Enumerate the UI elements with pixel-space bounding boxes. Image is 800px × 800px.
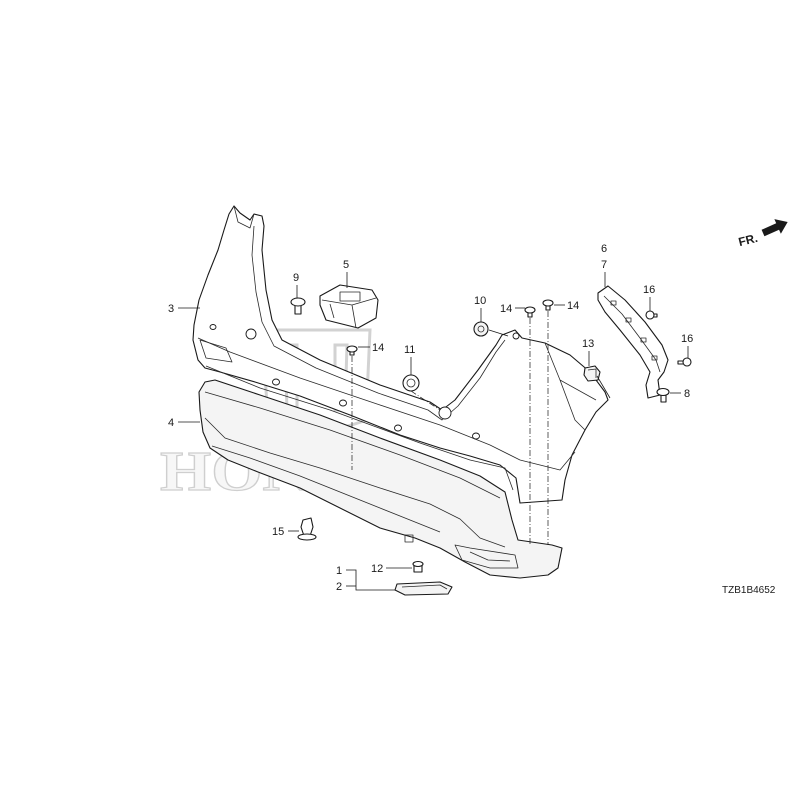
part-13-clip-nut — [583, 365, 601, 382]
part-3-upper-bumper-fascia — [192, 205, 609, 504]
alignment-line — [488, 329, 509, 337]
diffuser-outline — [198, 379, 563, 579]
fascia-lower-step — [205, 365, 514, 491]
diffuser-slot — [404, 534, 414, 543]
parking-sensor-hole — [512, 332, 520, 340]
alignment-line — [410, 390, 441, 411]
part-6-7-side-bracket — [597, 285, 669, 399]
callout-8: 8 — [684, 388, 690, 400]
front-direction-indicator: FR. — [737, 219, 788, 249]
callout-13: 13 — [582, 338, 594, 350]
callout-3: 3 — [168, 303, 174, 315]
side-bracket-slot — [610, 300, 617, 306]
bracket-5-edges — [321, 297, 377, 329]
rear-fog-light-recess — [454, 544, 519, 569]
arrow-front-icon — [761, 219, 788, 237]
part-11-grommet — [402, 374, 420, 392]
callout-2: 2 — [336, 581, 342, 593]
screw-16-head — [682, 357, 692, 367]
side-bracket-slot — [651, 355, 658, 361]
part-16-screw-lower — [677, 357, 692, 367]
diffuser-inner-line — [204, 417, 506, 548]
parking-sensor-hole — [245, 328, 257, 340]
bracket-5-window — [339, 291, 361, 302]
grommet-outer — [402, 374, 420, 392]
clip-head — [524, 306, 536, 314]
push-clip-head — [297, 533, 317, 541]
screw-16-head — [645, 310, 655, 320]
part-15-push-clip — [297, 517, 317, 541]
part-14-clip-left — [346, 345, 358, 356]
side-bracket-body — [597, 285, 669, 399]
alignment-line — [596, 375, 611, 399]
clip-nut-edge — [587, 368, 597, 378]
callout-4: 4 — [168, 417, 174, 429]
clip-head — [346, 345, 358, 353]
part-9-screw — [290, 297, 306, 315]
fascia-right-corner-detail — [544, 342, 597, 431]
clip-12-head — [412, 560, 424, 568]
part-5-bracket — [319, 284, 379, 329]
side-bracket-rib — [603, 295, 661, 373]
part-8-screw — [656, 387, 670, 403]
seal-outer — [473, 321, 489, 337]
part-14-clip-center — [524, 306, 536, 318]
callout-9: 9 — [293, 272, 299, 284]
fascia-corner-tab — [233, 205, 255, 229]
callout-14-right: 14 — [567, 300, 579, 312]
grommet-inner — [406, 378, 416, 388]
parking-sensor-hole — [394, 424, 402, 432]
part-4-lower-bumper-diffuser — [198, 379, 563, 579]
parking-sensor-hole — [339, 399, 347, 407]
diagram-code: TZB1B4652 — [722, 585, 776, 596]
parking-sensor-hole — [438, 406, 452, 420]
reflector-body — [394, 581, 453, 596]
clip-head — [542, 299, 554, 307]
parking-sensor-hole — [472, 432, 480, 440]
callout-14-center: 14 — [500, 303, 512, 315]
callout-10: 10 — [474, 295, 486, 307]
part-10-seal — [473, 321, 489, 337]
bracket-5-body — [319, 284, 379, 329]
fascia-outline — [192, 205, 609, 504]
callout-6: 6 — [601, 243, 607, 255]
callout-1: 1 — [336, 565, 342, 577]
part-16-screw-upper — [645, 310, 658, 320]
parking-sensor-hole — [209, 324, 217, 330]
push-clip-body — [300, 517, 314, 537]
fascia-opening-edge — [251, 225, 506, 421]
alignment-lines — [351, 311, 611, 545]
side-bracket-slot — [625, 317, 632, 323]
screw-9-head — [290, 297, 306, 307]
part-14-clip-right — [542, 299, 554, 311]
front-direction-label: FR. — [737, 231, 759, 249]
diffuser-lower-line — [211, 445, 441, 533]
reflector-inner — [401, 584, 448, 590]
callout-15: 15 — [272, 526, 284, 538]
callout-7: 7 — [601, 259, 607, 271]
callout-leaders — [178, 272, 689, 591]
callout-14-left: 14 — [372, 342, 384, 354]
leader-bracket-1-2 — [346, 569, 395, 591]
clip-nut-body — [583, 365, 601, 382]
part-12-clip — [412, 560, 424, 573]
callout-16-upper: 16 — [643, 284, 655, 296]
fascia-side-recess — [199, 339, 233, 363]
callout-5: 5 — [343, 259, 349, 271]
seal-inner — [477, 325, 485, 333]
callout-12: 12 — [371, 563, 383, 575]
fascia-crease-line — [197, 337, 576, 471]
parking-sensor-hole — [272, 378, 280, 386]
callout-11: 11 — [404, 344, 415, 356]
callout-labels: 3 4 5 9 14 11 10 14 14 6 7 16 16 13 8 15… — [168, 243, 693, 593]
callout-16-lower: 16 — [681, 333, 693, 345]
side-bracket-slot — [640, 337, 647, 343]
screw-8-head — [656, 387, 670, 397]
part-1-2-rear-reflector — [394, 581, 453, 596]
diffuser-top-edge — [204, 391, 501, 499]
